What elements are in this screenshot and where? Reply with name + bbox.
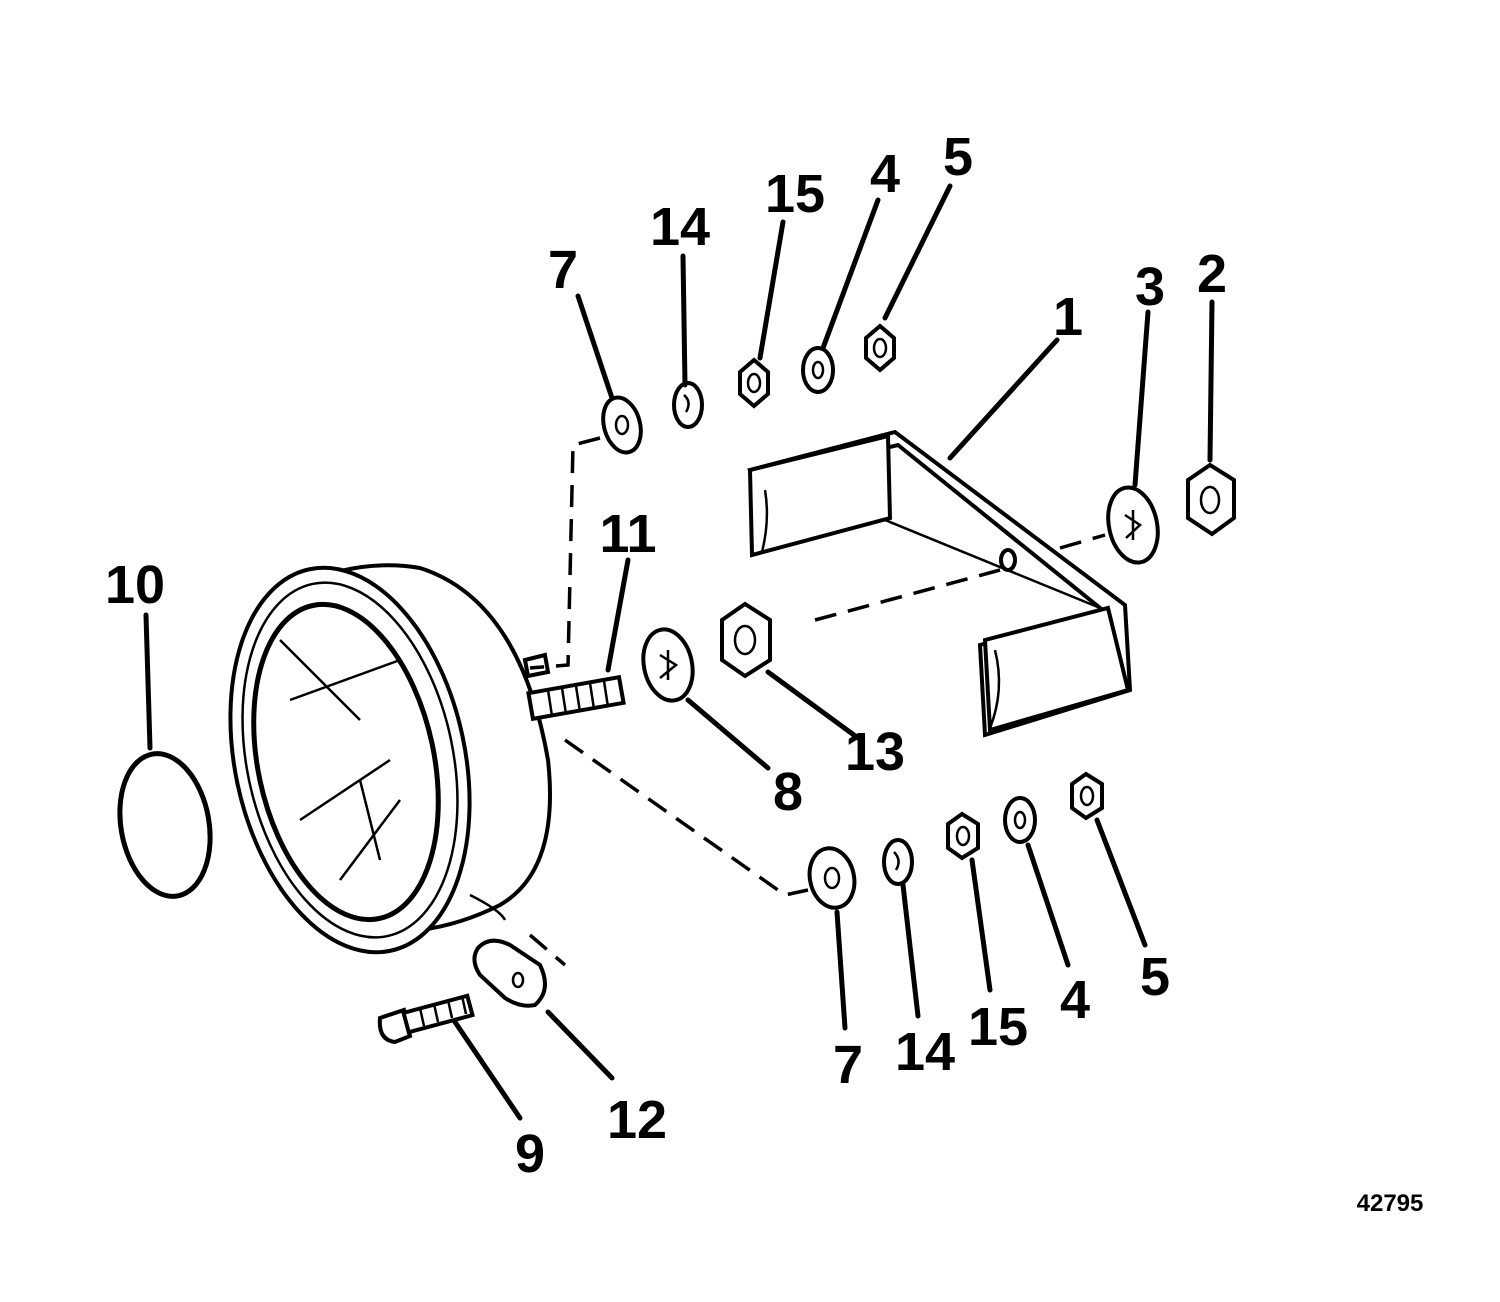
nut-13 [720,601,772,679]
callout-10: 10 [105,555,165,615]
lockwasher-14-bottom [882,838,914,886]
lockwasher-14-top [672,381,704,429]
washer-7-bottom [807,846,857,910]
nut-15-bottom [946,811,980,861]
screw-9 [377,993,475,1045]
callout-14-bottom: 14 [895,1022,955,1082]
callout-5-bottom: 5 [1140,947,1170,1007]
nut-5-top [864,323,896,373]
callout-13: 13 [845,722,905,782]
star-washer-8 [641,627,695,703]
threaded-stud [522,652,626,722]
leader-lines [143,183,1215,1121]
callout-2: 2 [1197,244,1227,304]
clip-12 [472,938,547,1008]
callout-14-top: 14 [650,197,710,257]
callout-15-bottom: 15 [968,997,1028,1057]
callout-4-top: 4 [870,144,900,204]
assembly-lines [528,436,1106,967]
callout-12: 12 [607,1090,667,1150]
callout-11: 11 [599,504,656,564]
star-washer-3 [1106,485,1160,565]
lockwasher-4-top [801,346,835,394]
callout-5-top: 5 [943,127,973,187]
callout-3: 3 [1135,257,1165,317]
callout-labels: 1 2 3 4 5 7 8 9 10 11 12 13 14 15 7 14 1… [105,127,1423,1217]
lockwasher-4-bottom [1003,796,1037,844]
callout-7-bottom: 7 [833,1035,863,1095]
nut-5-bottom [1070,771,1104,821]
nut-2 [1186,462,1236,537]
u-bracket [747,429,1133,738]
nut-15-top [738,357,770,409]
callout-7-top: 7 [548,240,578,300]
figure-number: 42795 [1357,1190,1424,1217]
gauge-body [228,563,552,955]
callout-8: 8 [773,762,803,822]
washer-7-top [601,395,643,455]
callout-15-top: 15 [765,164,825,224]
callout-9: 9 [515,1124,545,1184]
o-ring-10 [117,751,213,899]
callout-4-bottom: 4 [1060,970,1090,1030]
callout-1: 1 [1053,287,1083,347]
